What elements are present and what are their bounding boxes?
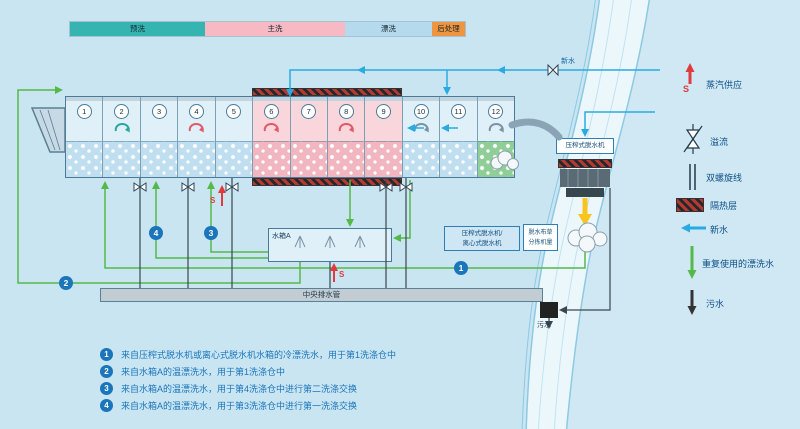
zone-posttreatment: 后处理	[432, 22, 465, 36]
water-surface	[253, 141, 290, 177]
note-text: 来自水箱A的温漂洗水，用于第3洗涤仓中进行第一洗涤交换	[121, 401, 358, 411]
legend-note: 4 来自水箱A的温漂洗水，用于第3洗涤仓中进行第一洗涤交换	[100, 399, 396, 412]
note-number-badge: 3	[100, 382, 113, 395]
tunnel-compartment-1: 1	[66, 97, 103, 177]
water-surface	[215, 141, 253, 177]
flow-marker-1: 1	[454, 261, 468, 275]
compartment-number: 1	[76, 104, 92, 119]
tunnel-compartment-6: 6	[252, 97, 290, 177]
sorting-tag-line1: 脱水布草	[528, 230, 553, 236]
flow-marker-4: 4	[149, 226, 163, 240]
tunnel-compartment-10: 10	[401, 97, 440, 177]
water-tank-a: 水箱A	[268, 228, 392, 262]
compartment-number: 8	[338, 104, 354, 119]
river-right-bank-area	[566, 0, 800, 429]
note-text: 来自压榨式脱水机或离心式脱水机水箱的冷漂洗水，用于第1洗涤仓中	[121, 350, 397, 360]
note-number-badge: 4	[100, 399, 113, 412]
compartment-number: 6	[263, 104, 279, 119]
water-surface	[290, 141, 327, 177]
compartment-number: 9	[376, 104, 392, 119]
legend-note: 3 来自水箱A的温漂洗水，用于第4洗涤仓中进行第二洗涤交换	[100, 382, 396, 395]
drum-rotation-arrow-icon	[113, 120, 131, 133]
water-surface	[140, 141, 178, 177]
drum-rotation-arrow-icon	[187, 120, 205, 133]
drum-rotation-arrow-icon	[487, 120, 505, 133]
zone-prewash: 预洗	[70, 22, 205, 36]
zone-mainwash: 主洗	[205, 22, 345, 36]
drum-rotation-arrow-icon	[412, 120, 430, 133]
central-drain-pipe: 中央排水管	[100, 288, 543, 302]
fresh-water-inlet-label: 新水	[561, 58, 575, 65]
legend-double-spiral-label: 双螺旋线	[706, 173, 743, 183]
tunnel-compartment-5: 5	[214, 97, 253, 177]
compartment-number: 5	[226, 104, 242, 119]
tunnel-compartment-9: 9	[364, 97, 403, 177]
water-surface	[103, 141, 140, 177]
tunnel-compartment-12: 12	[476, 97, 515, 177]
note-number-badge: 1	[100, 348, 113, 361]
legend-steam-label: 蒸汽供应	[706, 80, 743, 90]
steam-symbol: S	[210, 196, 216, 205]
legend-waste-water-label: 污水	[706, 299, 725, 309]
compartment-number: 3	[151, 104, 167, 119]
press-machine-label-box: 压榨式脱水机	[556, 138, 614, 154]
legend-steam-symbol: S	[683, 84, 690, 94]
tunnel-compartment-11: 11	[439, 97, 478, 177]
compartment-number: 12	[488, 104, 504, 119]
legend-note: 1 来自压榨式脱水机或离心式脱水机水箱的冷漂洗水，用于第1洗涤仓中	[100, 348, 396, 361]
press-centrifuge-tag: 压榨式脱水机/ 离心式脱水机	[444, 226, 520, 251]
compartment-number: 2	[114, 104, 130, 119]
insulation-strip-bottom	[252, 178, 402, 186]
legend-overflow-label: 溢流	[710, 137, 729, 147]
insulation-strip-top	[252, 88, 402, 96]
water-surface	[365, 141, 402, 177]
legend-reused-water-label: 重复使用的漂洗水	[702, 259, 775, 269]
drum-rotation-arrow-icon	[337, 120, 355, 133]
zone-rinse: 漂洗	[345, 22, 432, 36]
tank-label: 水箱A	[272, 233, 291, 240]
drum-rotation-arrow-icon	[262, 120, 280, 133]
central-drain-label: 中央排水管	[302, 290, 341, 299]
note-text: 来自水箱A的温漂洗水，用于第4洗涤仓中进行第二洗涤交换	[121, 384, 358, 394]
water-surface	[327, 141, 365, 177]
sorting-tag-line2: 分拣机量	[528, 240, 553, 247]
legend-insulation-label: 隔热层	[710, 201, 738, 211]
flow-marker-2: 2	[59, 276, 73, 290]
steam-symbol: S	[339, 270, 345, 279]
sorting-tag: 脱水布草 分拣机量	[523, 224, 558, 251]
water-surface	[440, 141, 477, 177]
press-insulation	[558, 159, 612, 168]
note-text: 来自水箱A的温漂洗水，用于第1洗涤仓中	[121, 367, 286, 377]
press-tag-line2: 离心式脱水机	[462, 240, 502, 248]
tunnel-compartment-2: 2	[102, 97, 141, 177]
flow-marker-3: 3	[204, 226, 218, 240]
water-surface	[477, 141, 515, 177]
legend-insulation-swatch	[676, 198, 704, 212]
compartment-number: 11	[450, 104, 466, 119]
sewage-outlet-label: 污水	[537, 322, 551, 329]
compartment-number: 4	[188, 104, 204, 119]
tunnel-compartment-3: 3	[139, 97, 178, 177]
wash-zone-legend-bar: 预洗 主洗 漂洗 后处理	[70, 22, 465, 36]
notes-legend: 1 来自压榨式脱水机或离心式脱水机水箱的冷漂洗水，用于第1洗涤仓中 2 来自水箱A的温…	[100, 348, 396, 416]
note-number-badge: 2	[100, 365, 113, 378]
tunnel-compartment-8: 8	[326, 97, 365, 177]
water-surface	[402, 141, 440, 177]
compartment-number: 10	[413, 104, 429, 119]
tunnel-compartment-7: 7	[289, 97, 328, 177]
legend-note: 2 来自水箱A的温漂洗水，用于第1洗涤仓中	[100, 365, 396, 378]
water-surface	[178, 141, 215, 177]
tunnel-compartment-4: 4	[177, 97, 216, 177]
press-tag-line1: 压榨式脱水机/	[461, 230, 503, 237]
compartment-number: 7	[301, 104, 317, 119]
water-surface	[66, 141, 103, 177]
legend-fresh-water-label: 新水	[710, 225, 729, 235]
